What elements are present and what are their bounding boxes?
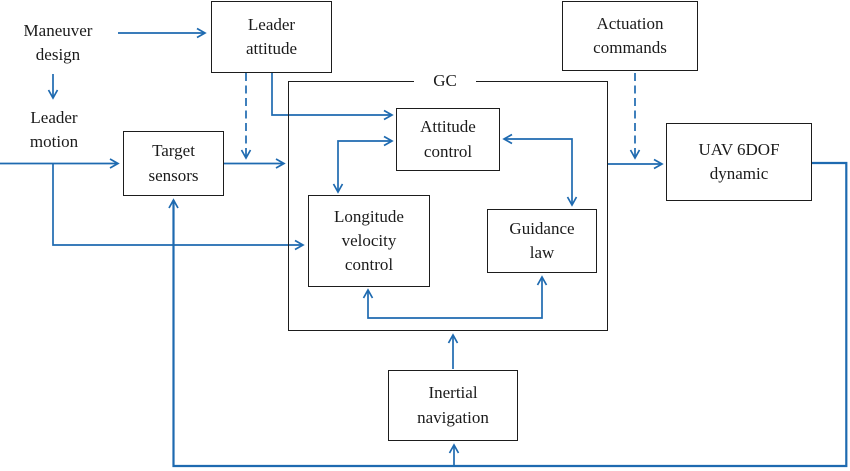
- node-actuation-commands: Actuation commands: [562, 1, 698, 71]
- maneuver-design-line1: Maneuver: [23, 20, 93, 40]
- target-sensors-line2: sensors: [148, 165, 199, 185]
- node-longitude-velocity-control: Longitude velocity control: [308, 195, 430, 287]
- gc-label-text: GC: [433, 71, 457, 90]
- leader-motion-line1: Leader: [30, 107, 78, 127]
- attitude-control-line1: Attitude: [420, 117, 476, 137]
- uav-6dof-line1: UAV 6DOF: [698, 139, 780, 159]
- longitude-velocity-line2: velocity: [341, 230, 397, 250]
- node-attitude-control: Attitude control: [396, 108, 500, 171]
- edge-guidance-law-attitude-control: [502, 133, 578, 207]
- node-uav-6dof-dynamic: UAV 6DOF dynamic: [666, 123, 812, 201]
- leader-attitude-line1: Leader: [247, 14, 296, 34]
- node-guidance-law: Guidance law: [487, 209, 597, 273]
- edge-leader-attitude-to-attitude-control: [271, 73, 394, 121]
- guidance-law-line1: Guidance: [509, 218, 575, 238]
- actuation-commands-line1: Actuation: [596, 13, 664, 33]
- guidance-law-line2: law: [529, 243, 555, 262]
- longitude-velocity-line1: Longitude: [334, 206, 404, 226]
- attitude-control-line2: control: [423, 141, 473, 161]
- label-leader-motion: Leader motion: [0, 102, 108, 158]
- label-maneuver-design: Maneuver design: [2, 15, 114, 71]
- node-inertial-navigation: Inertial navigation: [388, 370, 518, 441]
- edge-leader-motion-to-longitude-velocity-control: [52, 163, 305, 251]
- edge-longitude-velocity-guidance-law: [362, 275, 548, 319]
- leader-attitude-line2: attitude: [246, 39, 297, 58]
- edge-uav-feedback-to-target-sensors: [168, 161, 848, 468]
- maneuver-design-line2: design: [35, 45, 81, 64]
- edge-longitude-velocity-attitude-control: [332, 135, 394, 194]
- node-target-sensors: Target sensors: [123, 131, 224, 196]
- uav-6dof-line2: dynamic: [709, 164, 769, 183]
- longitude-velocity-line3: control: [344, 255, 394, 275]
- leader-motion-line2: motion: [29, 132, 79, 151]
- gc-container-label: GC: [414, 70, 476, 92]
- inertial-navigation-line2: navigation: [417, 407, 489, 427]
- node-leader-attitude: Leader attitude: [211, 1, 332, 73]
- inertial-navigation-line1: Inertial: [428, 383, 478, 403]
- target-sensors-line1: Target: [152, 141, 195, 161]
- actuation-commands-line2: commands: [593, 38, 667, 57]
